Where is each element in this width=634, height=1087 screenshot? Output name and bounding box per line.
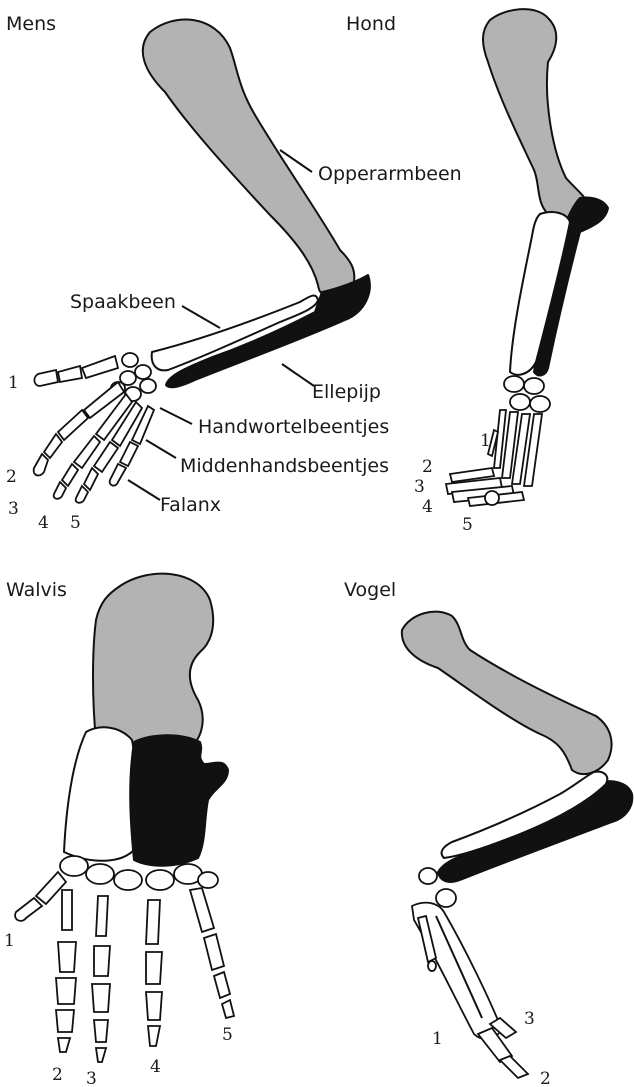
dog-carpal bbox=[524, 378, 544, 394]
title-vogel: Vogel bbox=[344, 579, 396, 601]
whale-phalanx bbox=[92, 984, 110, 1012]
human-phalanx bbox=[110, 464, 126, 486]
human-hand bbox=[34, 353, 156, 503]
title-walvis: Walvis bbox=[6, 579, 67, 601]
human-phalanx bbox=[58, 366, 82, 382]
human-phalanx bbox=[44, 434, 62, 458]
whale-phalanx bbox=[94, 946, 110, 976]
whale-phalanx bbox=[96, 896, 108, 936]
whale-phalanx bbox=[146, 900, 160, 944]
whale-phalanx bbox=[58, 942, 76, 972]
bird-humerus bbox=[402, 612, 612, 774]
whale-phalanx bbox=[62, 890, 72, 930]
human-phalanx bbox=[54, 482, 66, 499]
whale-phalanx bbox=[146, 952, 162, 984]
bird-phalanx bbox=[428, 961, 436, 971]
label-carpals: Handwortelbeentjes bbox=[198, 416, 389, 438]
human-digit-2: 2 bbox=[6, 467, 17, 487]
human-phalanx bbox=[76, 486, 88, 503]
whale-phalanx bbox=[94, 1020, 108, 1042]
whale-digit-3: 3 bbox=[86, 1069, 97, 1087]
human-digit-1: 1 bbox=[8, 373, 19, 393]
label-radius: Spaakbeen bbox=[70, 291, 176, 313]
dog-digit-2: 2 bbox=[422, 457, 433, 477]
leader-metacarpals bbox=[146, 440, 176, 458]
panel-whale: Walvis bbox=[4, 574, 234, 1087]
title-hond: Hond bbox=[346, 13, 396, 35]
bird-digit-3: 3 bbox=[524, 1009, 535, 1029]
whale-radius bbox=[64, 727, 138, 860]
human-ulna bbox=[166, 275, 370, 387]
dog-digit-1: 1 bbox=[480, 431, 491, 451]
human-carpal bbox=[135, 365, 151, 379]
bird-digit-1: 1 bbox=[432, 1029, 443, 1049]
label-phalanx: Falanx bbox=[160, 494, 221, 516]
human-phalanx bbox=[58, 410, 88, 440]
whale-carpal bbox=[114, 870, 142, 890]
whale-ulna bbox=[130, 735, 228, 866]
leader-radius bbox=[182, 306, 220, 328]
label-ulna: Ellepijp bbox=[312, 381, 381, 403]
dog-toes bbox=[446, 468, 524, 506]
bird-digit-2: 2 bbox=[540, 1069, 551, 1087]
human-phalanx bbox=[34, 370, 58, 386]
whale-phalanx bbox=[222, 1000, 234, 1018]
whale-phalanx bbox=[204, 934, 224, 970]
human-phalanx bbox=[34, 454, 48, 475]
human-phalanx bbox=[62, 464, 78, 486]
whale-phalanx bbox=[56, 978, 76, 1004]
whale-phalanx bbox=[190, 888, 214, 932]
human-metacarpal bbox=[82, 356, 118, 378]
whale-digit-1: 1 bbox=[4, 931, 15, 951]
panel-human: Mens bbox=[6, 13, 462, 533]
whale-phalanx bbox=[58, 1038, 70, 1052]
whale-carpal bbox=[60, 856, 88, 876]
whale-phalanx bbox=[214, 972, 230, 998]
dog-phalanx bbox=[485, 491, 499, 505]
human-digit-4: 4 bbox=[38, 513, 49, 533]
human-carpal bbox=[122, 353, 138, 367]
dog-digit-4: 4 bbox=[422, 497, 433, 517]
dog-humerus bbox=[483, 9, 589, 220]
leader-ulna bbox=[282, 364, 314, 386]
dog-digit-5: 5 bbox=[462, 515, 473, 535]
whale-carpal bbox=[146, 870, 174, 890]
dog-digit-3: 3 bbox=[414, 477, 425, 497]
bird-ulna bbox=[438, 781, 632, 882]
whale-phalanx bbox=[15, 898, 42, 921]
human-digit-3: 3 bbox=[8, 499, 19, 519]
leader-phalanx bbox=[128, 480, 160, 500]
whale-phalanx bbox=[56, 1010, 74, 1032]
whale-digit-4: 4 bbox=[150, 1057, 161, 1077]
human-carpal bbox=[140, 379, 156, 393]
human-phalanx bbox=[84, 468, 98, 490]
whale-humerus bbox=[93, 574, 213, 753]
panel-bird: Vogel 1 2 3 bbox=[344, 579, 632, 1087]
dog-carpal bbox=[510, 394, 530, 410]
dog-carpal bbox=[504, 376, 524, 392]
bird-phalanx bbox=[500, 1056, 528, 1078]
label-humerus: Opperarmbeen bbox=[318, 163, 462, 185]
bird-carpal bbox=[436, 889, 456, 907]
whale-phalanx bbox=[146, 992, 162, 1020]
human-humerus bbox=[143, 19, 355, 297]
human-digit-5: 5 bbox=[70, 513, 81, 533]
whale-carpal bbox=[198, 872, 218, 888]
title-mens: Mens bbox=[6, 13, 56, 35]
label-metacarpals: Middenhandsbeentjes bbox=[180, 455, 389, 477]
whale-phalanx bbox=[148, 1026, 160, 1046]
dog-carpals bbox=[504, 376, 550, 412]
dog-carpal bbox=[530, 396, 550, 412]
whale-phalanx bbox=[96, 1048, 106, 1062]
leader-carpals bbox=[160, 408, 192, 424]
bird-carpal bbox=[419, 868, 437, 884]
human-phalanx bbox=[120, 442, 138, 466]
whale-carpal bbox=[86, 864, 114, 884]
whale-digit-2: 2 bbox=[52, 1065, 63, 1085]
whale-digit-5: 5 bbox=[222, 1025, 233, 1045]
